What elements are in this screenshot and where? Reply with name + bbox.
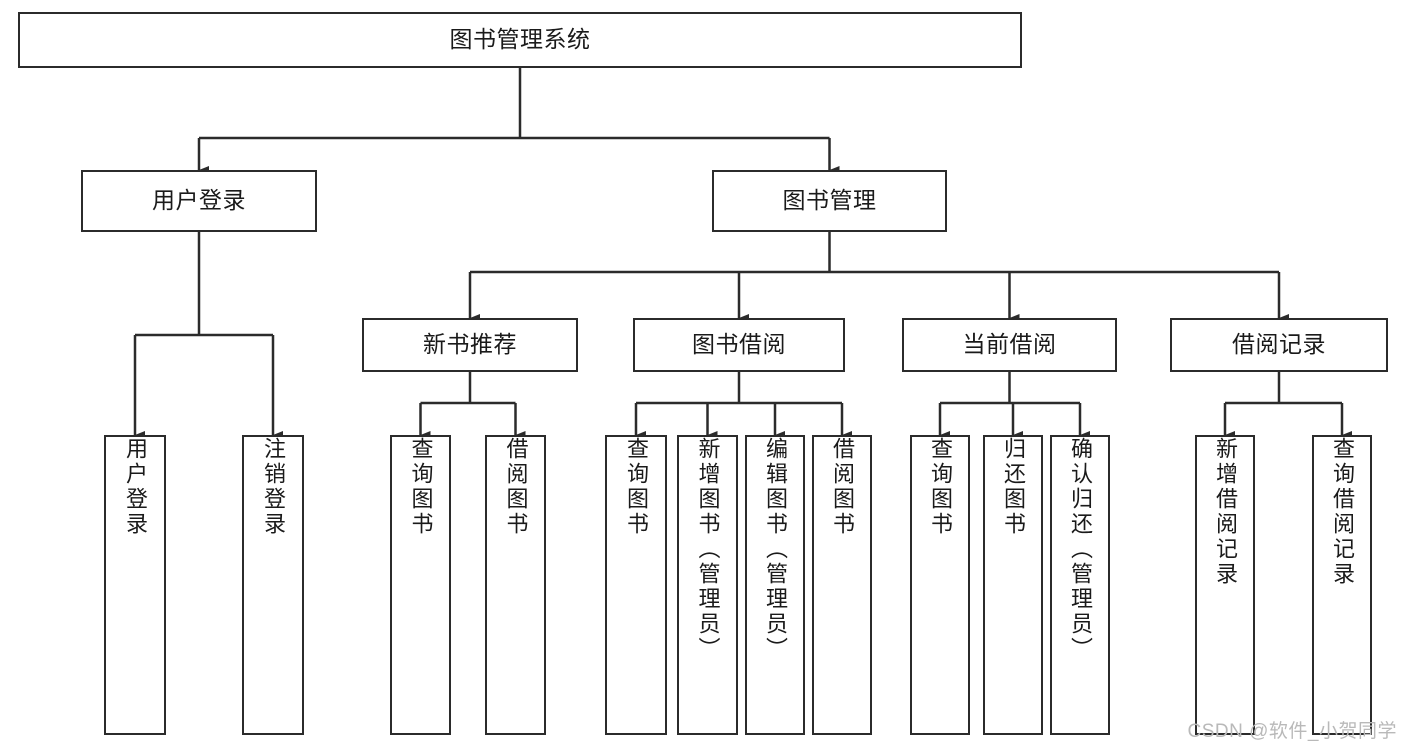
- node-leaf-12[interactable]: 新增借阅记录: [1195, 435, 1255, 735]
- node-leaf-1[interactable]: 用户登录: [104, 435, 166, 735]
- watermark: CSDN @软件_小贺同学: [1187, 721, 1397, 742]
- node-label: 注销登录: [261, 437, 286, 537]
- node-leaf-11[interactable]: 确认归还（管理员）: [1050, 435, 1110, 735]
- node-label: 新增借阅记录: [1213, 437, 1238, 587]
- node-label: 查询借阅记录: [1330, 437, 1355, 587]
- node-leaf-2[interactable]: 注销登录: [242, 435, 304, 735]
- node-label: 图书管理系统: [449, 26, 591, 53]
- node-l3-1[interactable]: 新书推荐: [362, 318, 578, 372]
- node-label: 查询图书: [928, 437, 953, 537]
- node-leaf-13[interactable]: 查询借阅记录: [1312, 435, 1372, 735]
- node-l2-2[interactable]: 图书管理: [712, 170, 947, 232]
- node-l2-1[interactable]: 用户登录: [81, 170, 317, 232]
- node-leaf-7[interactable]: 编辑图书（管理员）: [745, 435, 805, 735]
- node-l3-4[interactable]: 借阅记录: [1170, 318, 1388, 372]
- node-leaf-9[interactable]: 查询图书: [910, 435, 970, 735]
- node-leaf-3[interactable]: 查询图书: [390, 435, 451, 735]
- node-leaf-10[interactable]: 归还图书: [983, 435, 1043, 735]
- node-label: 确认归还（管理员）: [1068, 437, 1093, 662]
- edge-paths: [133, 68, 1352, 439]
- node-leaf-8[interactable]: 借阅图书: [812, 435, 872, 735]
- node-label: 借阅图书: [830, 437, 855, 537]
- node-label: 编辑图书（管理员）: [763, 437, 788, 662]
- node-label: 查询图书: [624, 437, 649, 537]
- node-label: 用户登录: [123, 437, 148, 537]
- node-label: 图书借阅: [692, 331, 786, 358]
- node-l3-2[interactable]: 图书借阅: [633, 318, 845, 372]
- node-label: 用户登录: [152, 187, 246, 214]
- node-leaf-5[interactable]: 查询图书: [605, 435, 667, 735]
- node-label: 当前借阅: [962, 331, 1057, 358]
- node-label: 新增图书（管理员）: [695, 437, 721, 662]
- node-label: 借阅图书: [503, 437, 529, 537]
- node-l3-3[interactable]: 当前借阅: [902, 318, 1117, 372]
- node-leaf-4[interactable]: 借阅图书: [485, 435, 546, 735]
- node-label: 归还图书: [1001, 437, 1026, 537]
- node-label: 借阅记录: [1232, 331, 1326, 358]
- node-leaf-6[interactable]: 新增图书（管理员）: [677, 435, 738, 735]
- node-label: 图书管理: [782, 187, 877, 214]
- node-label: 新书推荐: [423, 331, 517, 358]
- node-root[interactable]: 图书管理系统: [18, 12, 1022, 68]
- node-label: 查询图书: [408, 437, 434, 537]
